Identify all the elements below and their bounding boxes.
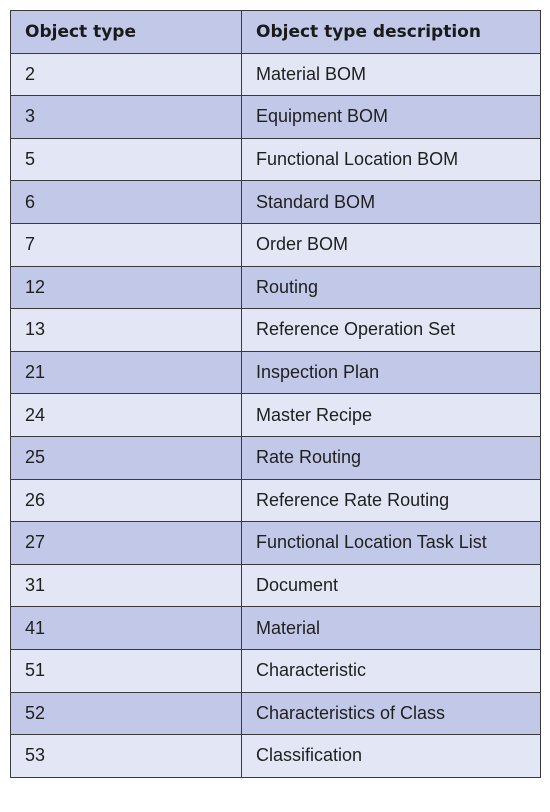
cell-object-description: Functional Location Task List: [241, 521, 541, 565]
table-row: 6 Standard BOM: [10, 180, 541, 224]
table-row: 24 Master Recipe: [10, 393, 541, 437]
table-row: 27 Functional Location Task List: [10, 521, 541, 565]
cell-object-type: 5: [10, 137, 242, 182]
cell-object-description: Classification: [241, 734, 541, 778]
table-header: Object type Object type description: [10, 10, 541, 54]
cell-object-type: 53: [10, 734, 242, 778]
table-row: 2 Material BOM: [10, 52, 541, 97]
cell-object-description: Routing: [241, 265, 541, 310]
object-type-table: Object type Object type description 2 Ma…: [10, 10, 541, 778]
table-row: 41 Material: [10, 606, 541, 650]
table-row: 52 Characteristics of Class: [10, 691, 541, 736]
cell-object-description: Master Recipe: [241, 393, 541, 437]
cell-object-type: 41: [10, 606, 242, 650]
cell-object-type: 24: [10, 393, 242, 437]
table-row: 25 Rate Routing: [10, 435, 541, 480]
cell-object-type: 26: [10, 478, 242, 523]
cell-object-type: 3: [10, 95, 242, 139]
table-body: 2 Material BOM 3 Equipment BOM 5 Functio…: [10, 52, 541, 778]
cell-object-description: Material BOM: [241, 52, 541, 97]
cell-object-description: Standard BOM: [241, 180, 541, 224]
header-row: Object type Object type description: [10, 10, 541, 54]
table-row: 31 Document: [10, 563, 541, 608]
cell-object-description: Inspection Plan: [241, 350, 541, 395]
table-row: 53 Classification: [10, 734, 541, 778]
header-object-type: Object type: [10, 10, 242, 54]
cell-object-type: 25: [10, 435, 242, 480]
table-row: 3 Equipment BOM: [10, 95, 541, 139]
table-row: 12 Routing: [10, 265, 541, 310]
table-row: 21 Inspection Plan: [10, 350, 541, 395]
table-row: 51 Characteristic: [10, 648, 541, 693]
cell-object-type: 52: [10, 691, 242, 736]
cell-object-description: Reference Rate Routing: [241, 478, 541, 523]
header-object-type-description: Object type description: [241, 10, 541, 54]
cell-object-type: 13: [10, 308, 242, 352]
cell-object-description: Characteristic: [241, 648, 541, 693]
table-row: 13 Reference Operation Set: [10, 308, 541, 352]
cell-object-description: Rate Routing: [241, 435, 541, 480]
cell-object-type: 27: [10, 521, 242, 565]
cell-object-type: 2: [10, 52, 242, 97]
cell-object-type: 6: [10, 180, 242, 224]
cell-object-description: Material: [241, 606, 541, 650]
cell-object-description: Functional Location BOM: [241, 137, 541, 182]
table-row: 5 Functional Location BOM: [10, 137, 541, 182]
cell-object-description: Equipment BOM: [241, 95, 541, 139]
cell-object-type: 21: [10, 350, 242, 395]
cell-object-description: Document: [241, 563, 541, 608]
cell-object-type: 51: [10, 648, 242, 693]
table-row: 7 Order BOM: [10, 222, 541, 267]
cell-object-type: 7: [10, 222, 242, 267]
cell-object-description: Order BOM: [241, 222, 541, 267]
cell-object-type: 12: [10, 265, 242, 310]
cell-object-description: Reference Operation Set: [241, 308, 541, 352]
object-type-table-container: Object type Object type description 2 Ma…: [10, 10, 541, 778]
table-row: 26 Reference Rate Routing: [10, 478, 541, 523]
cell-object-description: Characteristics of Class: [241, 691, 541, 736]
cell-object-type: 31: [10, 563, 242, 608]
